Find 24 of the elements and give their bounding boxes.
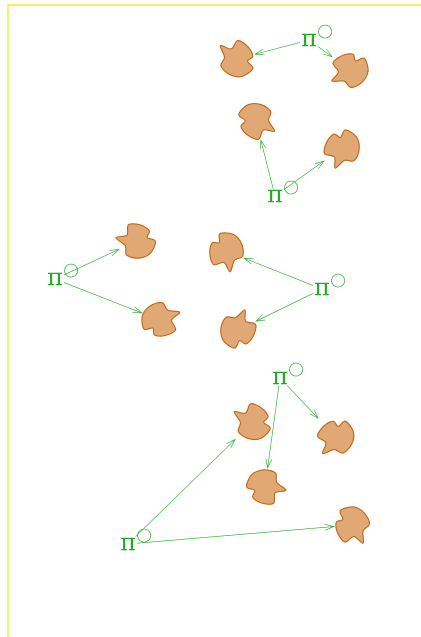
arrow [243,258,314,286]
arrow [64,282,143,314]
arrow [136,524,335,544]
arrow [318,46,333,58]
arrow [255,293,314,322]
arrow [135,438,236,537]
blob-shape [335,506,370,544]
arrow [260,139,274,189]
blob-shape [220,309,257,349]
arrow [266,385,280,469]
blob-shape [238,103,276,140]
blob-shape [246,469,287,505]
arrow [64,248,120,276]
arrow [284,160,325,190]
blob-shape [209,232,244,272]
blob-shape [323,129,360,169]
blob-shape [317,420,354,454]
blob-shape [234,403,271,440]
blob-shape [331,53,369,88]
blob-shape [141,302,180,337]
blob-shape [115,223,156,259]
blob-shape [220,40,254,78]
arrow [254,42,300,56]
arrow [286,385,319,419]
